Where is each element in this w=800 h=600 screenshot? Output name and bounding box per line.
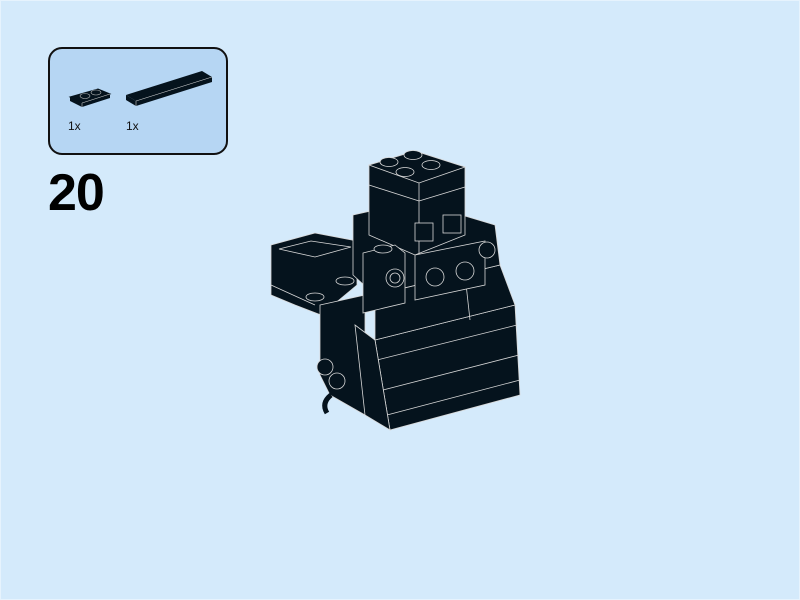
part-quantity: 1x xyxy=(68,119,81,133)
step-number: 20 xyxy=(48,164,105,222)
part-quantity: 1x xyxy=(126,119,139,133)
parts-callout: 1x 1x xyxy=(48,47,228,155)
plate-1x2-icon xyxy=(68,85,112,109)
tile-1x4-icon xyxy=(124,65,214,111)
model-illustration xyxy=(265,145,535,445)
